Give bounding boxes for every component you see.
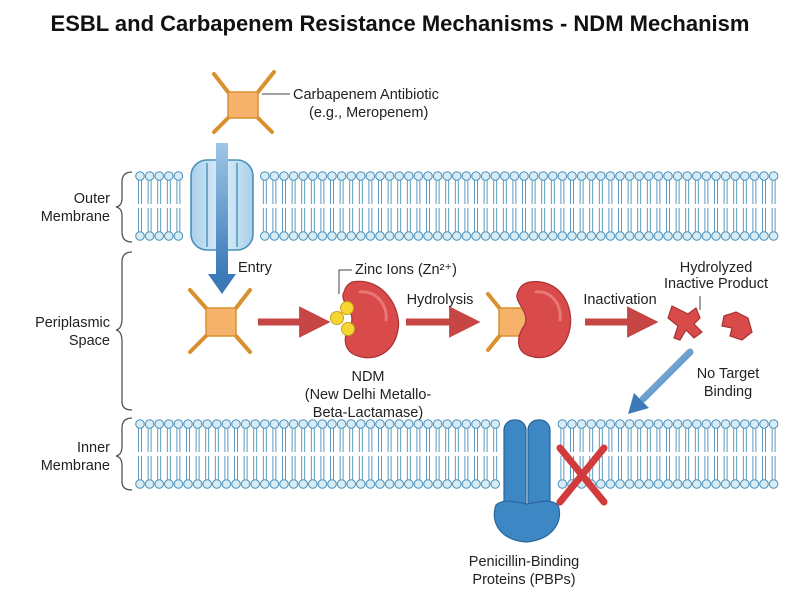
no-target-label-2: Binding: [704, 384, 752, 400]
zinc-leader-line: [338, 269, 352, 294]
outer-membrane-label-1: Outer: [74, 191, 110, 207]
periplasm-label-2: Space: [69, 333, 110, 349]
carbapenem-molecule-periplasm: [188, 288, 252, 354]
pbp-label-2: Proteins (PBPs): [472, 572, 575, 588]
ndm-enzyme: [342, 280, 400, 359]
inactivation-label: Inactivation: [583, 292, 656, 308]
carbapenem-molecule-top: [212, 70, 276, 134]
entry-arrow: [208, 143, 236, 294]
no-target-label-1: No Target: [697, 366, 760, 382]
antibiotic-label-2: (e.g., Meropenem): [309, 105, 428, 121]
entry-label: Entry: [238, 260, 273, 276]
periplasm-bracket: [115, 251, 133, 411]
outer-membrane: [135, 171, 779, 241]
inner-membrane-label-1: Inner: [77, 440, 110, 456]
inner-membrane: [135, 419, 779, 489]
enzyme-substrate-complex: [486, 281, 572, 359]
inner-membrane-label-2: Membrane: [41, 458, 110, 474]
hydrolyzed-product: [667, 305, 753, 341]
ndm-label-3: Beta-Lactamase): [313, 405, 423, 421]
ndm-label-1: NDM: [351, 369, 384, 385]
no-target-arrow: [628, 348, 694, 414]
pbp-label-1: Penicillin-Binding: [469, 554, 579, 570]
ndm-label-2: (New Delhi Metallo-: [305, 387, 432, 403]
no-binding-x-mark: [556, 444, 608, 506]
hydrolysis-label: Hydrolysis: [407, 292, 474, 308]
periplasm-label-1: Periplasmic: [35, 315, 110, 331]
product-label-1: Hydrolyzed: [680, 260, 753, 276]
inner-membrane-bracket: [115, 417, 133, 491]
product-label-2: Inactive Product: [664, 276, 768, 292]
outer-membrane-bracket: [115, 171, 133, 243]
zinc-ions: [330, 301, 355, 336]
page-title: ESBL and Carbapenem Resistance Mechanism…: [51, 11, 750, 36]
antibiotic-label-1: Carbapenem Antibiotic: [293, 87, 439, 103]
zinc-label: Zinc Ions (Zn²⁺): [355, 262, 457, 278]
outer-membrane-label-2: Membrane: [41, 209, 110, 225]
pbp-protein: [493, 419, 560, 543]
